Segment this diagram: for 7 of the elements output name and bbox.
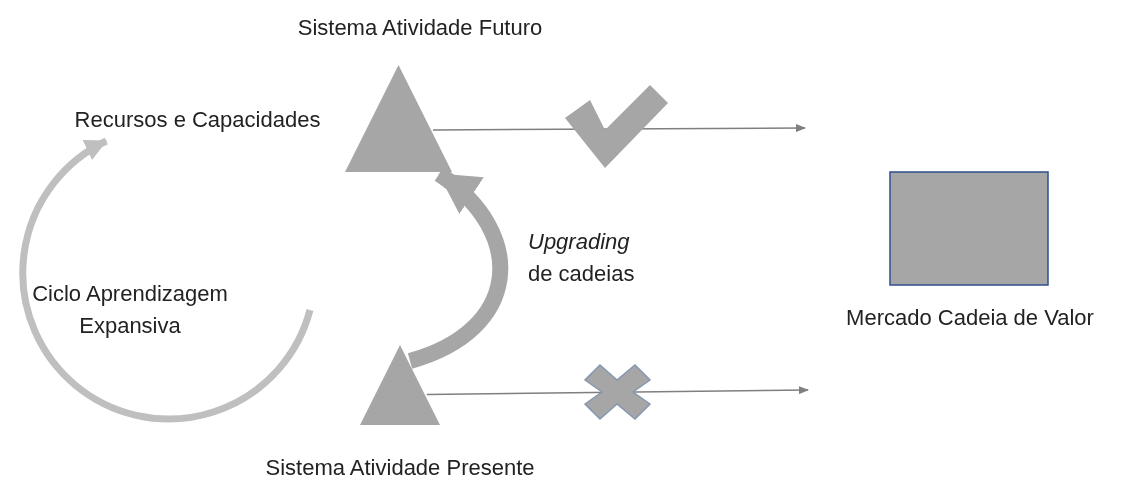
triangle-node: Sistema Atividade Presente (255, 343, 545, 485)
cycle-label: Ciclo Aprendizagem Expansiva (31, 280, 229, 340)
node-label: Recursos e Capacidades (55, 105, 340, 137)
edge-label: Upgrading de cadeias (528, 228, 636, 288)
curved-block-arrow (19, 137, 314, 423)
arrow (426, 386, 809, 396)
rectangle-node: Mercado Cadeia de Valor (820, 170, 1120, 335)
